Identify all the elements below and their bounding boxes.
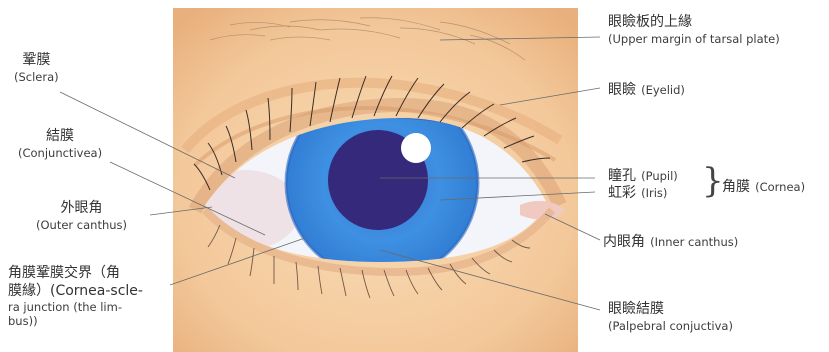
- label-palpebral-en: (Palpebral conjuctiva): [608, 319, 733, 333]
- label-outer-canthus-en: (Outer canthus): [36, 218, 127, 232]
- label-outer-canthus: 外眼角 (Outer canthus): [36, 200, 127, 232]
- eye-highlight: [401, 133, 431, 163]
- eye-panel: [173, 8, 578, 352]
- label-limbus-line3: ra junction (the lim-: [8, 300, 143, 314]
- label-palpebral: 眼瞼結膜 (Palpebral conjuctiva): [608, 301, 733, 333]
- label-cornea-zh: 角膜: [722, 179, 750, 195]
- label-inner-canthus-en: (Inner canthus): [650, 235, 738, 249]
- label-sclera-zh: 鞏膜: [14, 52, 59, 70]
- label-iris-zh: 虹彩: [608, 185, 636, 201]
- label-outer-canthus-zh: 外眼角: [36, 200, 127, 218]
- label-conjunctiva-zh: 結膜: [18, 128, 102, 146]
- cornea-brace: }: [702, 164, 724, 198]
- label-cornea-en: (Cornea): [755, 180, 805, 194]
- label-inner-canthus-zh: 内眼角: [603, 234, 645, 250]
- label-limbus-line4: bus)): [8, 314, 143, 328]
- label-cornea: 角膜 (Cornea): [722, 176, 805, 197]
- label-eyelid: 眼瞼 (Eyelid): [608, 79, 685, 100]
- label-limbus: 角膜鞏膜交界（角 膜緣）(Cornea-scle- ra junction (t…: [8, 265, 143, 329]
- label-palpebral-zh: 眼瞼結膜: [608, 301, 733, 319]
- label-pupil-en: (Pupil): [641, 169, 678, 183]
- label-upper-tarsal: 眼瞼板的上緣 (Upper margin of tarsal plate): [608, 14, 780, 46]
- label-limbus-line2: 膜緣）(Cornea-scle-: [8, 283, 143, 301]
- label-conjunctiva-en: (Conjunctivea): [18, 146, 102, 160]
- label-iris: 虹彩 (Iris): [608, 182, 667, 203]
- label-eyelid-zh: 眼瞼: [608, 82, 636, 98]
- label-upper-tarsal-zh: 眼瞼板的上緣: [608, 14, 780, 32]
- label-iris-en: (Iris): [641, 186, 667, 200]
- label-limbus-line1: 角膜鞏膜交界（角: [8, 265, 143, 283]
- label-sclera-en: (Sclera): [14, 70, 59, 84]
- label-conjunctiva: 結膜 (Conjunctivea): [18, 128, 102, 160]
- label-upper-tarsal-en: (Upper margin of tarsal plate): [608, 32, 780, 46]
- label-inner-canthus: 内眼角 (Inner canthus): [603, 231, 738, 252]
- label-eyelid-en: (Eyelid): [641, 83, 685, 97]
- label-sclera: 鞏膜 (Sclera): [14, 52, 59, 84]
